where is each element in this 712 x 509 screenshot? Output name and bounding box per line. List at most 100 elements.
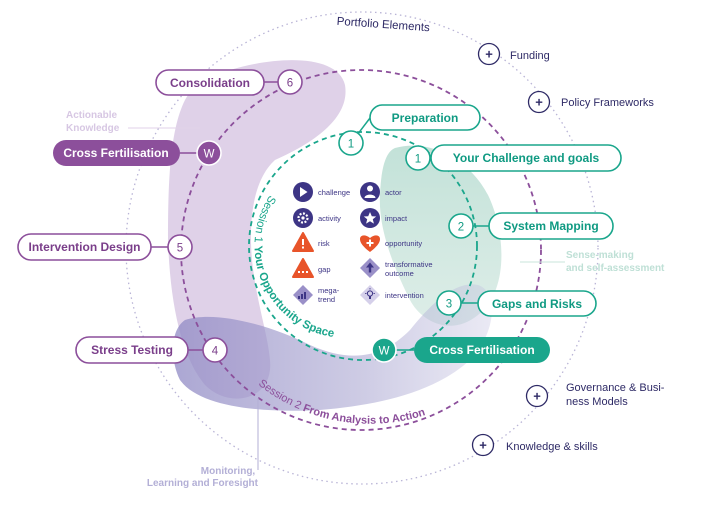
step-label: Intervention Design bbox=[28, 240, 140, 254]
session2-steps: Consolidation 6 Cross Fertilisation W In… bbox=[17, 69, 303, 364]
step-system-mapping[interactable]: System Mapping 2 bbox=[448, 212, 614, 240]
gap-triangle-icon bbox=[292, 258, 314, 278]
step-marker[interactable] bbox=[202, 337, 228, 363]
person-icon bbox=[360, 182, 380, 202]
portfolio-element-label: Funding bbox=[510, 50, 550, 62]
portfolio-element-label: Policy Frameworks bbox=[561, 97, 654, 109]
plus-icon: + bbox=[485, 47, 493, 62]
step-marker[interactable] bbox=[436, 290, 462, 316]
step-marker[interactable] bbox=[448, 213, 474, 239]
step-pill[interactable] bbox=[488, 212, 614, 240]
diamond-bars-icon bbox=[293, 285, 313, 305]
blue-blob bbox=[173, 284, 492, 411]
step-pill[interactable] bbox=[75, 336, 189, 364]
legend-item-intervention: intervention bbox=[360, 285, 424, 305]
portfolio-title: Portfolio Elements bbox=[336, 16, 430, 34]
legend-label: transformative outcome bbox=[385, 260, 435, 278]
session1-steps: Preparation 1 Your Challenge and goals 1… bbox=[338, 104, 622, 363]
legend-item-challenge: challenge bbox=[293, 182, 350, 202]
monitoring-label: Monitoring, Learning and Foresight bbox=[147, 466, 259, 489]
legend-item-activity: activity bbox=[293, 208, 341, 228]
step-marker-text: 4 bbox=[212, 346, 219, 358]
step-marker-text: 1 bbox=[348, 139, 354, 151]
step-label: Preparation bbox=[392, 111, 459, 125]
legend-label: opportunity bbox=[385, 239, 422, 248]
plus-circle-icon[interactable] bbox=[525, 384, 549, 408]
step-preparation[interactable]: Preparation 1 bbox=[338, 104, 481, 156]
step-cross-fertilisation-session2[interactable]: Cross Fertilisation W bbox=[53, 140, 222, 166]
step-challenge-goals[interactable]: Your Challenge and goals 1 bbox=[405, 144, 622, 172]
plus-icon: + bbox=[479, 438, 487, 453]
gear-icon bbox=[293, 208, 313, 228]
legend-item-actor: actor bbox=[360, 182, 402, 202]
portfolio-elements: + Funding + Policy Frameworks + Governan… bbox=[471, 42, 668, 457]
step-marker[interactable] bbox=[277, 69, 303, 95]
step-marker-text: 3 bbox=[446, 299, 452, 311]
step-marker[interactable] bbox=[167, 234, 193, 260]
legend-label: gap bbox=[318, 265, 331, 274]
step-label: System Mapping bbox=[503, 219, 598, 233]
step-label: Consolidation bbox=[170, 76, 250, 90]
plus-circle-icon[interactable] bbox=[527, 90, 551, 114]
step-marker[interactable] bbox=[338, 130, 364, 156]
step-pill[interactable] bbox=[477, 290, 597, 317]
step-marker[interactable] bbox=[371, 337, 397, 363]
step-marker-text: W bbox=[379, 346, 390, 358]
step-pill[interactable] bbox=[369, 104, 481, 131]
actionable-knowledge-label: Actionable Knowledge bbox=[66, 110, 120, 134]
step-marker-text: 5 bbox=[177, 243, 183, 255]
sense-making-label: Sense-making and self-assessment bbox=[566, 250, 665, 274]
step-pill[interactable] bbox=[53, 140, 180, 166]
step-label: Gaps and Risks bbox=[492, 297, 582, 311]
step-pill[interactable] bbox=[414, 337, 550, 363]
mint-blob bbox=[379, 145, 502, 326]
portfolio-element-policy-frameworks[interactable]: + Policy Frameworks bbox=[527, 90, 655, 114]
step-pill[interactable] bbox=[430, 144, 622, 172]
step-consolidation[interactable]: Consolidation 6 bbox=[155, 69, 303, 96]
legend: challenge actor activity bbox=[292, 182, 435, 305]
step-stress-testing[interactable]: Stress Testing 4 bbox=[75, 336, 228, 364]
step-intervention-design[interactable]: Intervention Design 5 bbox=[17, 233, 193, 261]
portfolio-element-knowledge-skills[interactable]: + Knowledge & skills bbox=[471, 433, 599, 457]
step-label: Stress Testing bbox=[91, 343, 173, 357]
legend-label: activity bbox=[318, 214, 341, 223]
portfolio-element-funding[interactable]: + Funding bbox=[477, 42, 550, 66]
step-label: Your Challenge and goals bbox=[453, 151, 600, 165]
legend-label: mega- trend bbox=[318, 286, 341, 304]
step-pill[interactable] bbox=[17, 233, 152, 261]
portfolio-element-governance[interactable]: + Governance & Busi- ness Models bbox=[525, 382, 668, 408]
step-label: Cross Fertilisation bbox=[429, 343, 534, 357]
portfolio-element-label: Governance & Busi- ness Models bbox=[566, 382, 668, 408]
legend-item-risk: risk bbox=[292, 232, 330, 252]
legend-label: risk bbox=[318, 239, 330, 248]
plus-icon: + bbox=[535, 95, 543, 110]
warning-icon bbox=[292, 232, 314, 252]
diamond-arrow-icon bbox=[360, 258, 380, 278]
plus-circle-icon[interactable] bbox=[471, 433, 495, 457]
legend-item-gap: gap bbox=[292, 258, 331, 278]
legend-label: actor bbox=[385, 188, 402, 197]
session1-dashed-circle bbox=[248, 131, 478, 361]
plus-icon: + bbox=[533, 389, 541, 404]
diamond-bulb-icon bbox=[360, 285, 380, 305]
legend-label: impact bbox=[385, 214, 408, 223]
legend-item-impact: impact bbox=[360, 208, 408, 228]
legend-item-mega-trend: mega- trend bbox=[293, 285, 341, 305]
step-pill[interactable] bbox=[155, 69, 265, 96]
legend-item-transformative-outcome: transformative outcome bbox=[360, 258, 435, 278]
star-icon bbox=[360, 208, 380, 228]
step-gaps-risks[interactable]: Gaps and Risks 3 bbox=[436, 290, 597, 317]
plus-circle-icon[interactable] bbox=[477, 42, 501, 66]
step-marker-text: 1 bbox=[415, 154, 421, 166]
step-marker-text: W bbox=[204, 149, 215, 161]
step-cross-fertilisation-session1[interactable]: Cross Fertilisation W bbox=[371, 337, 550, 363]
step-marker-text: 6 bbox=[287, 78, 293, 90]
portfolio-element-label: Knowledge & skills bbox=[506, 441, 598, 453]
step-label: Cross Fertilisation bbox=[63, 146, 168, 160]
legend-item-opportunity: opportunity bbox=[360, 235, 422, 252]
step-marker[interactable] bbox=[196, 140, 222, 166]
step-marker[interactable] bbox=[405, 145, 431, 171]
step-marker-text: 2 bbox=[458, 222, 464, 234]
heart-plus-icon bbox=[360, 235, 380, 252]
